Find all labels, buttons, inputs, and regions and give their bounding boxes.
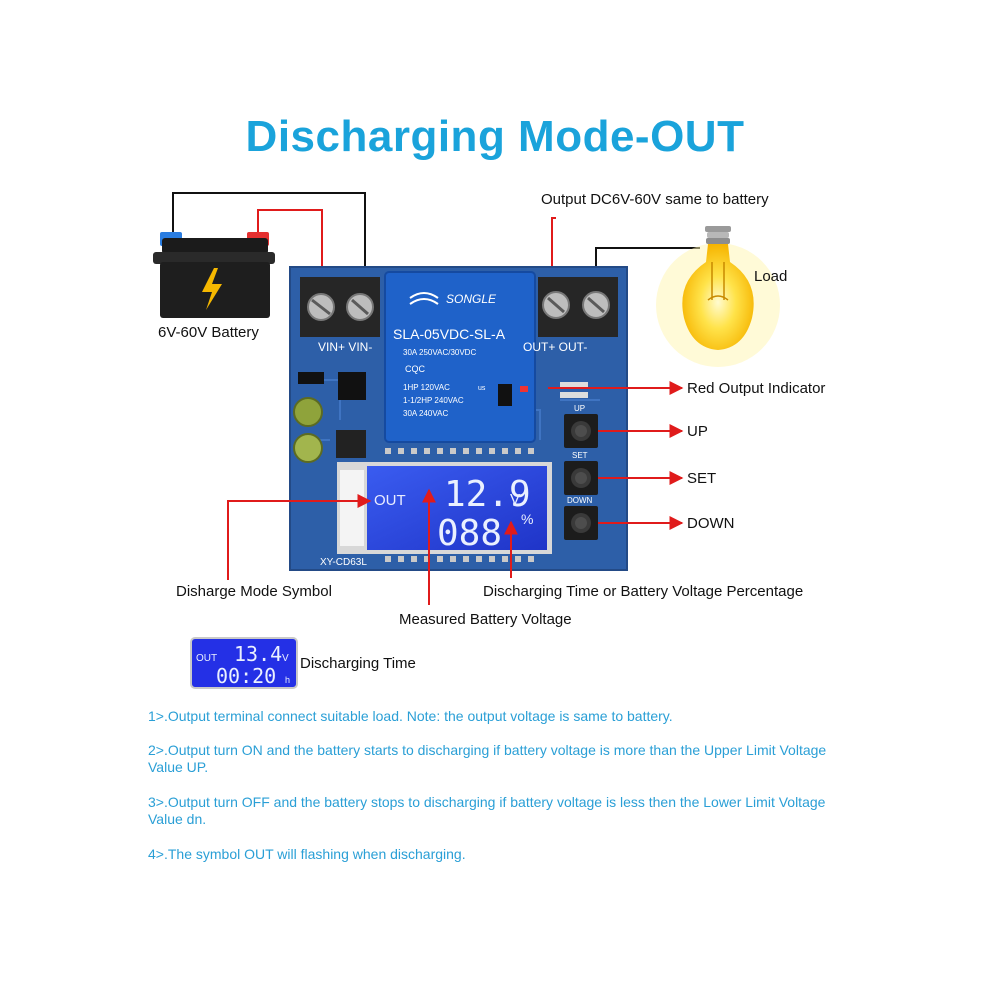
board-label-down: DOWN: [567, 496, 593, 505]
load-label: Load: [754, 268, 788, 285]
annotation-arrows: [227, 381, 684, 605]
output-info-label: Output DC6V-60V same to battery: [541, 191, 769, 208]
button-set[interactable]: [564, 461, 598, 495]
relay-rating-3: 1-1/2HP 240VAC: [403, 396, 464, 405]
lcd-voltage: 12.9: [444, 474, 531, 515]
battery-wires: [172, 192, 366, 300]
battery-icon: [153, 232, 275, 318]
lcd-second-line: 088: [437, 513, 502, 554]
pcb-board: [289, 266, 628, 571]
board-model: XY-CD63L: [320, 557, 367, 568]
button-down[interactable]: [564, 506, 598, 540]
terminal-in-label: VIN+ VIN-: [318, 340, 372, 354]
small-lcd-voltage-unit: V: [282, 653, 289, 664]
wiring-diagram: VIN+ VIN- OUT+ OUT- SONGLE SLA-05VDC-SL-…: [153, 192, 780, 605]
small-lcd-mode: OUT: [196, 653, 217, 664]
small-lcd-voltage: 13.4: [234, 642, 282, 666]
relay-rating-4: 30A 240VAC: [403, 409, 448, 418]
measured-voltage-label: Measured Battery Voltage: [399, 611, 572, 628]
lcd-voltage-unit: V: [510, 491, 520, 508]
down-label: DOWN: [687, 515, 735, 532]
note-2: 2>.Output turn ON and the battery starts…: [148, 742, 827, 775]
relay-model: SLA-05VDC-SL-A: [393, 326, 506, 342]
button-up[interactable]: [564, 414, 598, 448]
set-label: SET: [687, 470, 717, 487]
light-bulb-icon: [656, 226, 780, 367]
note-4: 4>.The symbol OUT will flashing when dis…: [148, 846, 466, 862]
small-lcd-time-unit: h: [285, 675, 290, 685]
red-indicator-label: Red Output Indicator: [687, 380, 826, 397]
discharge-symbol-label: Disharge Mode Symbol: [176, 583, 332, 600]
relay-brand: SONGLE: [446, 292, 497, 306]
note-3: 3>.Output turn OFF and the battery stops…: [148, 794, 826, 827]
time-or-percent-label: Discharging Time or Battery Voltage Perc…: [483, 583, 804, 600]
note-1: 1>.Output terminal connect suitable load…: [148, 708, 673, 724]
relay-rating-2: 1HP 120VAC: [403, 383, 450, 392]
page-title: Discharging Mode-OUT: [245, 112, 745, 161]
board-label-up: UP: [574, 404, 585, 413]
small-lcd-display: OUT 13.4 V 00:20 h: [190, 637, 298, 689]
lcd-mode-symbol: OUT: [374, 492, 406, 509]
board-label-set: SET: [572, 451, 588, 460]
lcd-second-unit: %: [521, 511, 533, 527]
relay-rating-1: 30A 250VAC/30VDC: [403, 348, 476, 357]
relay-cert: CQC: [405, 364, 426, 374]
battery-label: 6V-60V Battery: [158, 324, 259, 341]
terminal-out-label: OUT+ OUT-: [523, 340, 587, 354]
small-lcd-time: 00:20: [216, 664, 276, 688]
discharging-time-label: Discharging Time: [300, 655, 416, 672]
up-label: UP: [687, 423, 708, 440]
relay-ul: us: [478, 385, 486, 392]
